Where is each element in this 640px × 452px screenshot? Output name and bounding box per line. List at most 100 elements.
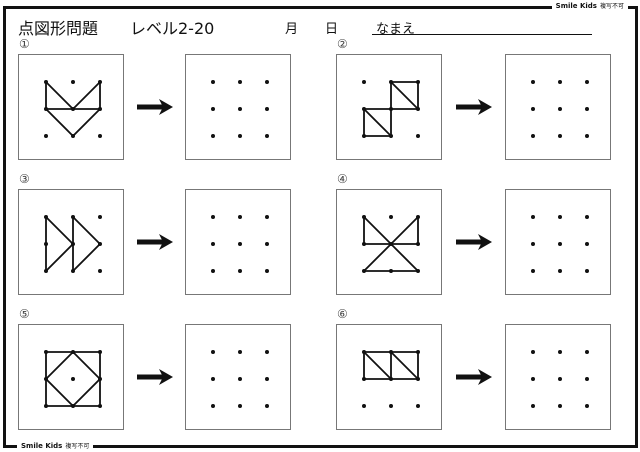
figure-line: [45, 216, 74, 245]
grid-dot: [389, 269, 393, 273]
dot-grid: [362, 215, 420, 273]
grid-dot: [71, 404, 75, 408]
grid-dot: [389, 134, 393, 138]
grid-dot: [238, 404, 242, 408]
grid-dot: [585, 242, 589, 246]
grid-dot: [98, 242, 102, 246]
answer-grid[interactable]: [185, 189, 291, 295]
worksheet-title: 点図形問題: [18, 19, 99, 38]
grid-dot: [362, 215, 366, 219]
grid-dot: [98, 134, 102, 138]
answer-grid[interactable]: [505, 189, 611, 295]
dot-grid: [44, 350, 102, 408]
name-label: なまえ: [376, 22, 416, 37]
grid-dot: [531, 107, 535, 111]
grid-dot: [362, 107, 366, 111]
grid-dot: [44, 377, 48, 381]
grid-dot: [362, 242, 366, 246]
grid-dot: [71, 215, 75, 219]
answer-grid[interactable]: [505, 54, 611, 160]
problem-number: ⑤: [19, 307, 30, 321]
grid-dot: [265, 242, 269, 246]
grid-dot: [362, 377, 366, 381]
grid-dot: [238, 350, 242, 354]
dot-grid: [211, 215, 269, 273]
problem-number: ②: [337, 37, 348, 51]
figure-line: [72, 351, 101, 380]
grid-dot: [211, 404, 215, 408]
grid-dot: [71, 269, 75, 273]
grid-dot: [416, 377, 420, 381]
grid-dot: [531, 377, 535, 381]
brand-name: Smile Kids: [555, 2, 597, 10]
grid-dot: [238, 80, 242, 84]
name-field-line[interactable]: [372, 34, 592, 35]
grid-dot: [416, 350, 420, 354]
dot-grid: [362, 80, 420, 138]
grid-dot: [531, 134, 535, 138]
answer-grid[interactable]: [185, 324, 291, 430]
grid-dot: [238, 134, 242, 138]
grid-dot: [98, 107, 102, 111]
grid-dot: [558, 269, 562, 273]
grid-dot: [265, 269, 269, 273]
grid-dot: [558, 215, 562, 219]
grid-dot: [389, 350, 393, 354]
grid-dot: [416, 215, 420, 219]
grid-dot: [558, 242, 562, 246]
dot-grid: [44, 215, 102, 273]
grid-dot: [416, 242, 420, 246]
grid-dot: [98, 404, 102, 408]
grid-dot: [211, 269, 215, 273]
figure-line: [363, 351, 392, 380]
grid-dot: [558, 134, 562, 138]
figure-line: [363, 108, 392, 137]
grid-dot: [71, 377, 75, 381]
dot-grid: [211, 80, 269, 138]
grid-dot: [71, 350, 75, 354]
grid-dot: [585, 377, 589, 381]
level-label: レベル2-20: [130, 19, 215, 38]
figure-line: [390, 351, 419, 380]
grid-dot: [558, 107, 562, 111]
problem-number: ③: [19, 172, 30, 186]
grid-dot: [531, 215, 535, 219]
arrow-right-icon: [137, 369, 173, 385]
arrow-right-icon: [137, 234, 173, 250]
grid-dot: [362, 134, 366, 138]
grid-dot: [211, 80, 215, 84]
grid-dot: [211, 377, 215, 381]
grid-dot: [531, 242, 535, 246]
grid-dot: [362, 404, 366, 408]
grid-dot: [238, 215, 242, 219]
grid-dot: [44, 350, 48, 354]
figure-line: [45, 378, 74, 407]
grid-dot: [265, 350, 269, 354]
dot-grid: [531, 215, 589, 273]
grid-dot: [416, 80, 420, 84]
worksheet-frame: [3, 6, 638, 448]
problem-number: ④: [337, 172, 348, 186]
grid-dot: [531, 350, 535, 354]
grid-dot: [585, 80, 589, 84]
day-label: 日: [325, 22, 339, 37]
example-figure: [18, 189, 124, 295]
grid-dot: [416, 404, 420, 408]
grid-dot: [44, 215, 48, 219]
grid-dot: [265, 404, 269, 408]
grid-dot: [416, 107, 420, 111]
grid-dot: [389, 215, 393, 219]
figure-line: [72, 81, 101, 110]
grid-dot: [531, 80, 535, 84]
answer-grid[interactable]: [185, 54, 291, 160]
arrow-right-icon: [137, 99, 173, 115]
grid-dot: [389, 242, 393, 246]
figure-line: [45, 81, 74, 110]
example-figure: [18, 54, 124, 160]
grid-dot: [71, 242, 75, 246]
grid-dot: [238, 377, 242, 381]
brand-name: Smile Kids: [21, 442, 63, 450]
answer-grid[interactable]: [505, 324, 611, 430]
